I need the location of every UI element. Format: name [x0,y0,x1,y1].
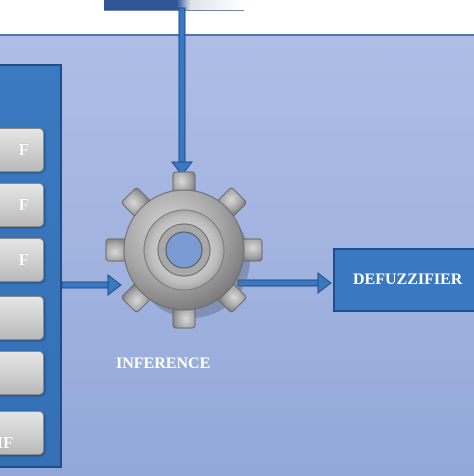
defuzzifier-block: DEFUZZIFIER [333,248,474,312]
membership-function-panel: F F F D MF [0,64,62,468]
gear-icon [105,171,263,329]
mf-button-label: F [18,250,29,269]
top-input-block [104,0,244,11]
inference-label: INFERENCE [116,355,211,372]
mf-button-label: D MF [0,433,14,452]
mf-button-1[interactable]: F [0,128,44,172]
mf-button-3[interactable]: F [0,238,44,282]
mf-button-6[interactable]: D MF [0,411,44,455]
mf-button-label: F [18,140,29,159]
arrow-right-to-defuzzifier [237,271,332,295]
mf-button-2[interactable]: F [0,183,44,227]
mf-button-4[interactable] [0,296,44,340]
defuzzifier-label: DEFUZZIFIER [353,271,463,288]
arrow-right-from-mf [61,273,122,297]
mf-button-5[interactable] [0,351,44,395]
mf-button-label: F [18,195,29,214]
arrow-down-connector [170,7,194,176]
